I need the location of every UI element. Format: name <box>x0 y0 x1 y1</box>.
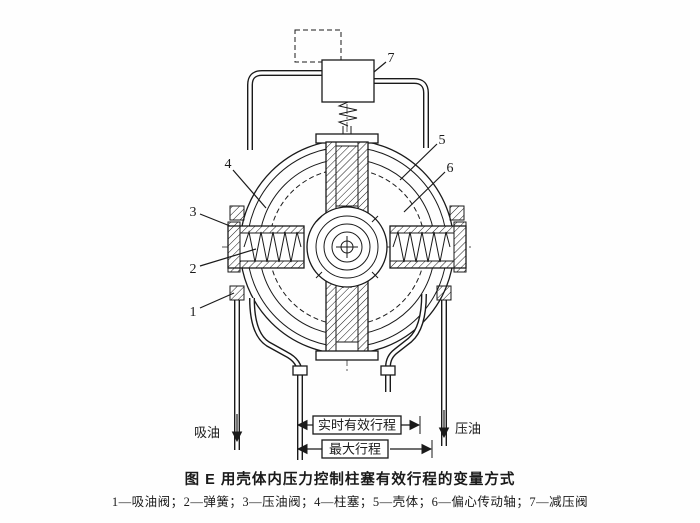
callout-7: 7 <box>388 51 395 66</box>
right-spring <box>392 230 451 263</box>
shaft-ring-1 <box>315 215 379 279</box>
piston-lower <box>335 283 359 343</box>
union-center-pipe <box>292 365 308 376</box>
max-stroke-box <box>321 439 389 459</box>
suction-label: 吸油 <box>194 425 220 440</box>
leader-3 <box>199 213 231 227</box>
effective-stroke-label: 实时有效行程 <box>318 418 396 433</box>
fitting-right-bottom <box>436 285 452 301</box>
callout-6: 6 <box>447 161 454 176</box>
right-end-cap <box>453 221 467 273</box>
hub-tick-se <box>371 271 379 279</box>
column-bottom-flange <box>315 350 379 361</box>
figure-legend: 1—吸油阀；2—弹簧；3—压油阀；4—柱塞；5—壳体；6—偏心传动轴；7—减压阀 <box>111 495 589 509</box>
left-block-wall-bottom <box>239 260 305 269</box>
pipe-center-drain <box>249 297 303 460</box>
left-end-cap <box>227 221 241 273</box>
shaft-ring-3 <box>331 231 363 263</box>
pipe-left-upper-core <box>248 71 322 150</box>
left-block-wall-top <box>239 225 305 234</box>
pipe-left-upper <box>247 70 322 150</box>
leader-5 <box>399 143 438 181</box>
callout-3: 3 <box>190 205 197 220</box>
pipe-center-drain-core <box>250 297 302 460</box>
shaft-ring-2 <box>323 223 371 271</box>
hub-tick-sw <box>315 271 323 279</box>
leader-2 <box>199 248 257 267</box>
pipe-right-upper-core <box>374 79 428 148</box>
pressure-label: 压油 <box>455 421 481 436</box>
hub-tick-nw <box>315 215 323 223</box>
pilot-box-dashed <box>294 29 342 63</box>
relief-valve-box <box>321 59 375 103</box>
fitting-right-top <box>449 205 465 221</box>
pipe-right-upper <box>374 78 429 148</box>
figure-caption: 图 E 用壳体内压力控制柱塞有效行程的变量方式 <box>184 472 516 488</box>
leader-6 <box>403 171 446 213</box>
leader-7 <box>373 61 387 73</box>
callout-2: 2 <box>190 262 197 277</box>
pipe-right-lower-core <box>386 293 426 392</box>
callout-1: 1 <box>190 305 197 320</box>
effective-stroke-box <box>312 415 402 435</box>
leader-4 <box>232 169 267 209</box>
suction-valve-fitting-left <box>229 285 245 301</box>
max-stroke-label: 最大行程 <box>329 442 381 457</box>
callout-5: 5 <box>439 133 446 148</box>
union-right-stub <box>380 365 396 376</box>
pressure-valve-fitting-left <box>229 205 245 221</box>
leader-1 <box>199 292 235 309</box>
right-block-wall-bottom <box>389 260 455 269</box>
relief-valve-spring <box>337 101 358 127</box>
hub-tick-ne <box>371 215 379 223</box>
piston-upper <box>335 145 359 207</box>
callout-4: 4 <box>225 157 232 172</box>
left-spring <box>243 230 302 263</box>
